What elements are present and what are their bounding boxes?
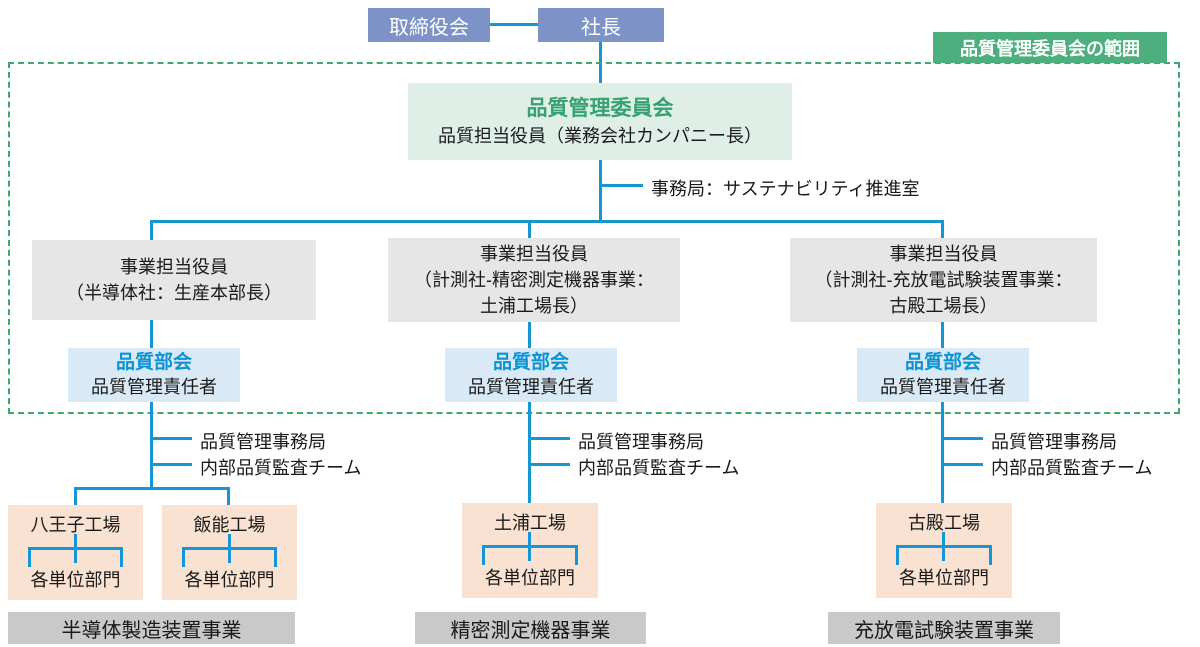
factory-units-label: 各単位部門 [485,568,575,588]
subcommittee-title-1: 品質部会 [115,351,192,373]
board-of-directors-box: 取締役会 [368,8,490,42]
connector-exec-sub1 [150,320,153,348]
factory-branch-bracket [182,547,277,567]
connector-sub-fact3 [941,402,944,503]
factory-branch-bracket [28,547,123,567]
connector-exec-sub2 [528,322,531,348]
factory-box-tsuchiura: 土浦工場 各単位部門 [462,503,598,598]
quality-committee-box: 品質管理委員会 品質担当役員（業務会社カンパニー長） [408,83,792,160]
subcommittee-title-2: 品質部会 [492,351,569,373]
factory-units-label: 各単位部門 [184,570,275,590]
audit-team-label-1: 内部品質監査チーム [200,458,362,478]
president-box: 社長 [538,8,664,42]
business-bar-precision: 精密測定機器事業 [415,612,646,644]
connector-exec-sub3 [941,322,944,348]
factory-box-hachioji: 八王子工場 各単位部門 [8,505,143,600]
connector-committee-trunk [599,160,602,222]
admin-office-label-3: 品質管理事務局 [991,432,1117,452]
scope-label: 品質管理委員会の範囲 [933,32,1167,63]
tick-audit-team-1 [150,463,192,466]
connector-split-horizontal-1 [74,487,230,490]
admin-office-label-2: 品質管理事務局 [578,432,704,452]
factory-box-hanno: 飯能工場 各単位部門 [162,505,297,600]
connector-sub-fact1 [150,402,153,490]
factory-box-furudono: 古殿工場 各単位部門 [876,503,1012,598]
quality-committee-title: 品質管理委員会 [526,97,674,121]
factory-branch-bracket [482,545,578,565]
quality-committee-subtitle: 品質担当役員（業務会社カンパニー長） [438,125,762,146]
factory-name: 土浦工場 [494,513,566,533]
factory-branch-bracket [896,545,992,565]
subcommittee-box-3: 品質部会 品質管理責任者 [857,348,1029,402]
factory-name: 飯能工場 [193,515,266,535]
connector-split-drop-right [227,487,230,506]
tick-admin-office-2 [528,437,570,440]
executive-box-semiconductor: 事業担当役員 （半導体社：生産本部長） [32,240,316,320]
subcommittee-role-2: 品質管理責任者 [468,376,594,397]
tick-audit-team-2 [528,463,570,466]
audit-team-label-3: 内部品質監査チーム [991,458,1153,478]
scope-dashed-border [8,62,1180,414]
tick-admin-office-3 [941,437,983,440]
connector-drop-branch3 [941,220,944,238]
connector-board-president [490,23,538,26]
factory-units-label: 各単位部門 [30,570,121,590]
secretariat-tick [599,184,643,187]
connector-drop-branch1 [150,220,153,240]
connector-branches-horizontal [150,220,944,223]
tick-audit-team-3 [941,463,983,466]
connector-drop-branch2 [528,220,531,238]
executive-box-charge-discharge: 事業担当役員 （計測社-充放電試験装置事業： 古殿工場長） [790,238,1097,322]
factory-name: 古殿工場 [908,513,980,533]
factory-units-label: 各単位部門 [899,568,989,588]
executive-box-precision: 事業担当役員 （計測社-精密測定機器事業： 土浦工場長） [388,238,680,322]
tick-admin-office-1 [150,437,192,440]
subcommittee-box-2: 品質部会 品質管理責任者 [445,348,617,402]
audit-team-label-2: 内部品質監査チーム [578,458,740,478]
secretariat-label: 事務局：サステナビリティ推進室 [651,179,920,199]
subcommittee-role-3: 品質管理責任者 [880,376,1006,397]
business-bar-semiconductor: 半導体製造装置事業 [8,612,295,644]
subcommittee-title-3: 品質部会 [904,351,981,373]
subcommittee-box-1: 品質部会 品質管理責任者 [68,348,240,402]
connector-sub-fact2 [528,402,531,503]
connector-split-drop-left [74,487,77,506]
subcommittee-role-1: 品質管理責任者 [91,376,217,397]
business-bar-charge-discharge: 充放電試験装置事業 [828,612,1060,644]
factory-name: 八王子工場 [30,515,121,535]
admin-office-label-1: 品質管理事務局 [200,432,326,452]
